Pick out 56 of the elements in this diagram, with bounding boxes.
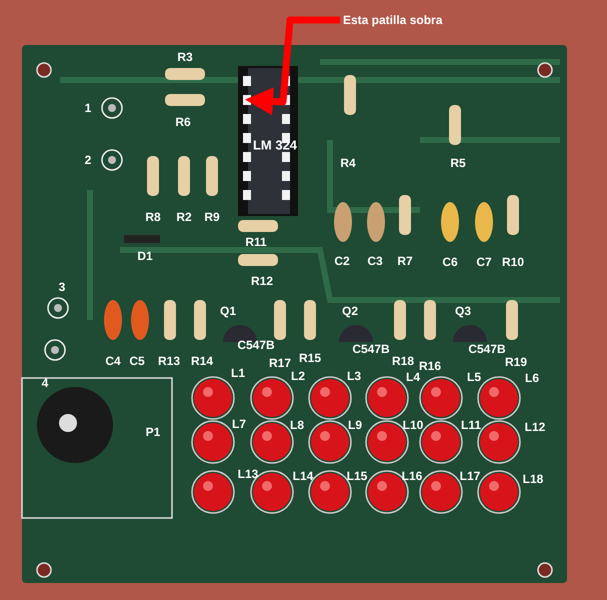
part-label: Q3 xyxy=(455,305,471,317)
part-label: R11 xyxy=(245,236,267,248)
part-label: L5 xyxy=(467,371,481,383)
part-label: R7 xyxy=(397,255,413,267)
arrow xyxy=(245,16,340,116)
part-label: L16 xyxy=(402,470,422,482)
part-label: L4 xyxy=(406,371,420,383)
part-label: R18 xyxy=(392,355,414,367)
part-label: L18 xyxy=(522,473,544,485)
part-label: C4 xyxy=(105,355,121,367)
part-label: R2 xyxy=(176,211,192,223)
part-label: D1 xyxy=(137,250,153,262)
part-label: R9 xyxy=(204,211,220,223)
part-label: Q1 xyxy=(220,305,236,317)
part-label: C2 xyxy=(334,255,350,267)
part-label: R17 xyxy=(269,357,291,369)
part-label: R8 xyxy=(145,211,161,223)
part-label: L9 xyxy=(348,419,362,431)
part-label: R4 xyxy=(340,157,356,169)
part-label: 4 xyxy=(42,377,48,389)
part-label: L7 xyxy=(232,418,246,430)
part-label: R14 xyxy=(191,355,213,367)
part-label: L8 xyxy=(290,419,304,431)
part-label: C547B xyxy=(352,343,390,355)
part-label: C547B xyxy=(237,339,275,351)
part-label: 3 xyxy=(58,281,66,293)
part-label: L10 xyxy=(402,419,424,431)
annotation-text: Esta patilla sobra xyxy=(343,14,442,26)
part-label: 1 xyxy=(84,102,92,114)
part-label: L11 xyxy=(461,419,481,431)
part-label: Q2 xyxy=(342,305,358,317)
part-label: C7 xyxy=(476,256,492,268)
part-label: R3 xyxy=(177,51,193,63)
part-label: P1 xyxy=(146,426,160,438)
part-label: R10 xyxy=(502,256,524,268)
part-label: R19 xyxy=(505,356,527,368)
part-label: L2 xyxy=(291,370,305,382)
part-label: R13 xyxy=(158,355,180,367)
part-label: L14 xyxy=(292,470,314,482)
part-label: R12 xyxy=(251,275,273,287)
part-label: R15 xyxy=(299,352,321,364)
part-label: R6 xyxy=(175,116,191,128)
part-label: R5 xyxy=(450,157,466,169)
part-label: 2 xyxy=(84,154,92,166)
part-label: L17 xyxy=(460,470,480,482)
part-label: L1 xyxy=(231,367,245,379)
part-label: C6 xyxy=(442,256,458,268)
part-label: C3 xyxy=(367,255,383,267)
part-label: C5 xyxy=(129,355,145,367)
part-label: L3 xyxy=(347,370,361,382)
part-label: L6 xyxy=(525,372,539,384)
part-label: C547B xyxy=(468,343,506,355)
part-label: L13 xyxy=(238,468,258,480)
part-label: L12 xyxy=(524,421,546,433)
part-label: R16 xyxy=(419,360,441,372)
part-label: L15 xyxy=(346,470,368,482)
